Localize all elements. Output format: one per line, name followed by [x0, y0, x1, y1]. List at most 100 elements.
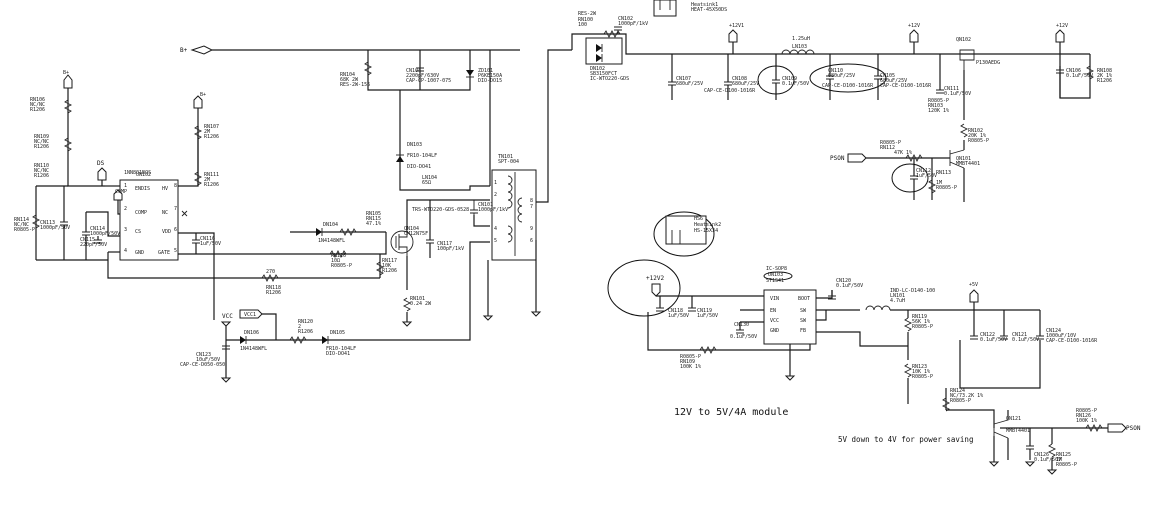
svg-text:1uF/50V: 1uF/50V [200, 241, 221, 247]
svg-text:CN123: CN123 [196, 352, 211, 358]
svg-text:20K 1%: 20K 1% [968, 133, 986, 139]
svg-text:1000uF/10V: 1000uF/10V [1046, 333, 1076, 339]
svg-text:RN113: RN113 [936, 170, 951, 176]
svg-text:RN108: RN108 [1097, 68, 1112, 74]
svg-text:CN102: CN102 [618, 16, 633, 22]
svg-text:RN125: RN125 [1056, 452, 1071, 458]
label-trs-package: TRS-WTO220-GDS-0528 [412, 207, 469, 213]
svg-text:10K: 10K [382, 263, 391, 269]
svg-text:8: 8 [530, 198, 533, 204]
svg-text:QN102: QN102 [956, 37, 971, 43]
svg-text:BOOT: BOOT [798, 296, 810, 302]
svg-text:100K 1%: 100K 1% [680, 364, 701, 370]
net-label-vcc1: VCC1 [244, 312, 256, 318]
svg-text:FR10-104LF: FR10-104LF [407, 153, 437, 159]
svg-text:10K 1%: 10K 1% [912, 369, 930, 375]
highlight-circle-cn109 [757, 65, 795, 95]
svg-text:680uF/25V: 680uF/25V [880, 78, 907, 84]
svg-text:QN104: QN104 [404, 226, 419, 232]
mosfet-qn104: QN104 CM12N75F [390, 226, 428, 256]
capacitor-cn106: CN106 0.1uF/50V [1066, 68, 1093, 79]
svg-text:LN104: LN104 [422, 175, 437, 181]
net-b-plus-right: B+ [193, 92, 206, 109]
svg-text:CN111: CN111 [944, 86, 959, 92]
svg-text:RN109: RN109 [34, 134, 49, 140]
caption-power-saving: 5V down to 4V for power saving [838, 435, 973, 444]
ic-un102: UN102 1NN801BQS 1NN801BQS ENDIS HV COMP … [119, 170, 179, 261]
net-label-plus12v2: +12V2 [646, 275, 664, 282]
resistor-rn101: RN101 0.24 2W [410, 296, 432, 307]
svg-text:RN104: RN104 [340, 72, 355, 78]
net-plus12v-a: +12V [908, 23, 920, 43]
net-label-plus12v1: +12V1 [729, 23, 744, 29]
svg-text:R0805-P: R0805-P [912, 324, 933, 330]
svg-text:QN121: QN121 [1006, 416, 1021, 422]
resistor-rn118: 270 RN118 R1206 [266, 269, 281, 296]
net-label-b-plus-3: B+ [200, 92, 206, 98]
svg-text:680uF/25V: 680uF/25V [732, 81, 759, 87]
capacitor-cn112: CN112 1uF/50V [916, 168, 937, 179]
resistor-rn123: RN123 10K 1% R0805-P [912, 364, 933, 380]
svg-text:RN107: RN107 [204, 124, 219, 130]
capacitor-cn115: CN115 220pF/50V [80, 237, 107, 248]
capacitor-cn111: CN111 0.1uF/50V [944, 86, 971, 97]
svg-text:2: 2 [298, 324, 301, 330]
svg-text:CN121: CN121 [1012, 332, 1027, 338]
svg-text:CAP-CE-D100-1016R: CAP-CE-D100-1016R [822, 83, 874, 89]
svg-text:1000pF/50V: 1000pF/50V [90, 231, 120, 237]
svg-text:0.1uF/50V: 0.1uF/50V [980, 337, 1007, 343]
svg-text:RN110: RN110 [34, 163, 49, 169]
svg-text:R0805-P: R0805-P [950, 398, 971, 404]
svg-text:ZD101: ZD101 [478, 68, 493, 74]
capacitor-cn121: CN121 0.1uF/50V [1012, 332, 1039, 343]
svg-text:CN115: CN115 [80, 237, 95, 243]
net-plus12v2: +12V2 [646, 275, 664, 297]
svg-text:5: 5 [174, 248, 177, 254]
svg-text:CAP-CE-D100-1016R: CAP-CE-D100-1016R [1046, 338, 1098, 344]
svg-text:DN106: DN106 [244, 330, 259, 336]
resistor-rn110: RN110 NC/NC R1206 [34, 163, 49, 179]
svg-text:R0805-P: R0805-P [968, 138, 989, 144]
svg-text:7: 7 [174, 206, 177, 212]
svg-text:IND-LC-D140-100: IND-LC-D140-100 [890, 288, 935, 294]
svg-text:CN114: CN114 [90, 226, 105, 232]
svg-text:220pF/50V: 220pF/50V [80, 242, 107, 248]
svg-text:DN102: DN102 [590, 66, 605, 72]
capacitor-cn130: CN130 0.1uF/50V [730, 322, 757, 340]
svg-text:6: 6 [174, 227, 177, 233]
resistor-rn104: RN104 68K 2W RES-2W-156 [340, 72, 370, 88]
svg-text:1M: 1M [1056, 457, 1062, 463]
svg-text:R1206: R1206 [382, 268, 397, 274]
svg-text:56K 1%: 56K 1% [912, 319, 930, 325]
svg-text:RN109: RN109 [680, 359, 695, 365]
svg-text:R1206: R1206 [266, 290, 281, 296]
highlight-circle-hs6 [653, 211, 715, 257]
net-label-b-plus-2: B+ [63, 70, 69, 76]
net-plus12v-b: +12V [1055, 23, 1068, 43]
net-b-plus-input: B+ [180, 45, 214, 55]
inductor-ln104: LN104 65Ω [422, 175, 437, 186]
net-label-vcc: VCC [222, 313, 233, 320]
svg-text:RN111: RN111 [204, 172, 219, 178]
svg-text:47.1%: 47.1% [366, 221, 381, 227]
svg-text:R1206: R1206 [30, 107, 45, 113]
net-label-b-plus: B+ [180, 47, 188, 54]
svg-text:MMBT4401: MMBT4401 [956, 161, 980, 167]
svg-text:UN103: UN103 [768, 272, 783, 278]
resistor-rn109-buck: R0805-P RN109 100K 1% [680, 354, 701, 370]
svg-text:R1206: R1206 [204, 134, 219, 140]
resistor-rn119: RN119 56K 1% R0805-P [912, 314, 933, 330]
net-vcc: VCC [220, 313, 233, 327]
svg-text:NC/NC: NC/NC [30, 102, 45, 108]
capacitor-cn102: CN102 1000pF/1kV [618, 16, 648, 27]
svg-text:1: 1 [124, 183, 127, 189]
svg-text:LN101: LN101 [890, 293, 905, 299]
svg-text:10uF/50V: 10uF/50V [196, 357, 220, 363]
net-label-comp: COMP [115, 189, 127, 195]
svg-text:7: 7 [530, 204, 533, 210]
svg-text:CAP-CE-D050-050: CAP-CE-D050-050 [180, 362, 225, 368]
svg-text:HS6: HS6 [694, 216, 703, 222]
net-vcc1: VCC1 [239, 309, 263, 319]
highlight-ellipse-cn110-cn105 [809, 63, 887, 93]
svg-text:COMP: COMP [135, 210, 147, 216]
